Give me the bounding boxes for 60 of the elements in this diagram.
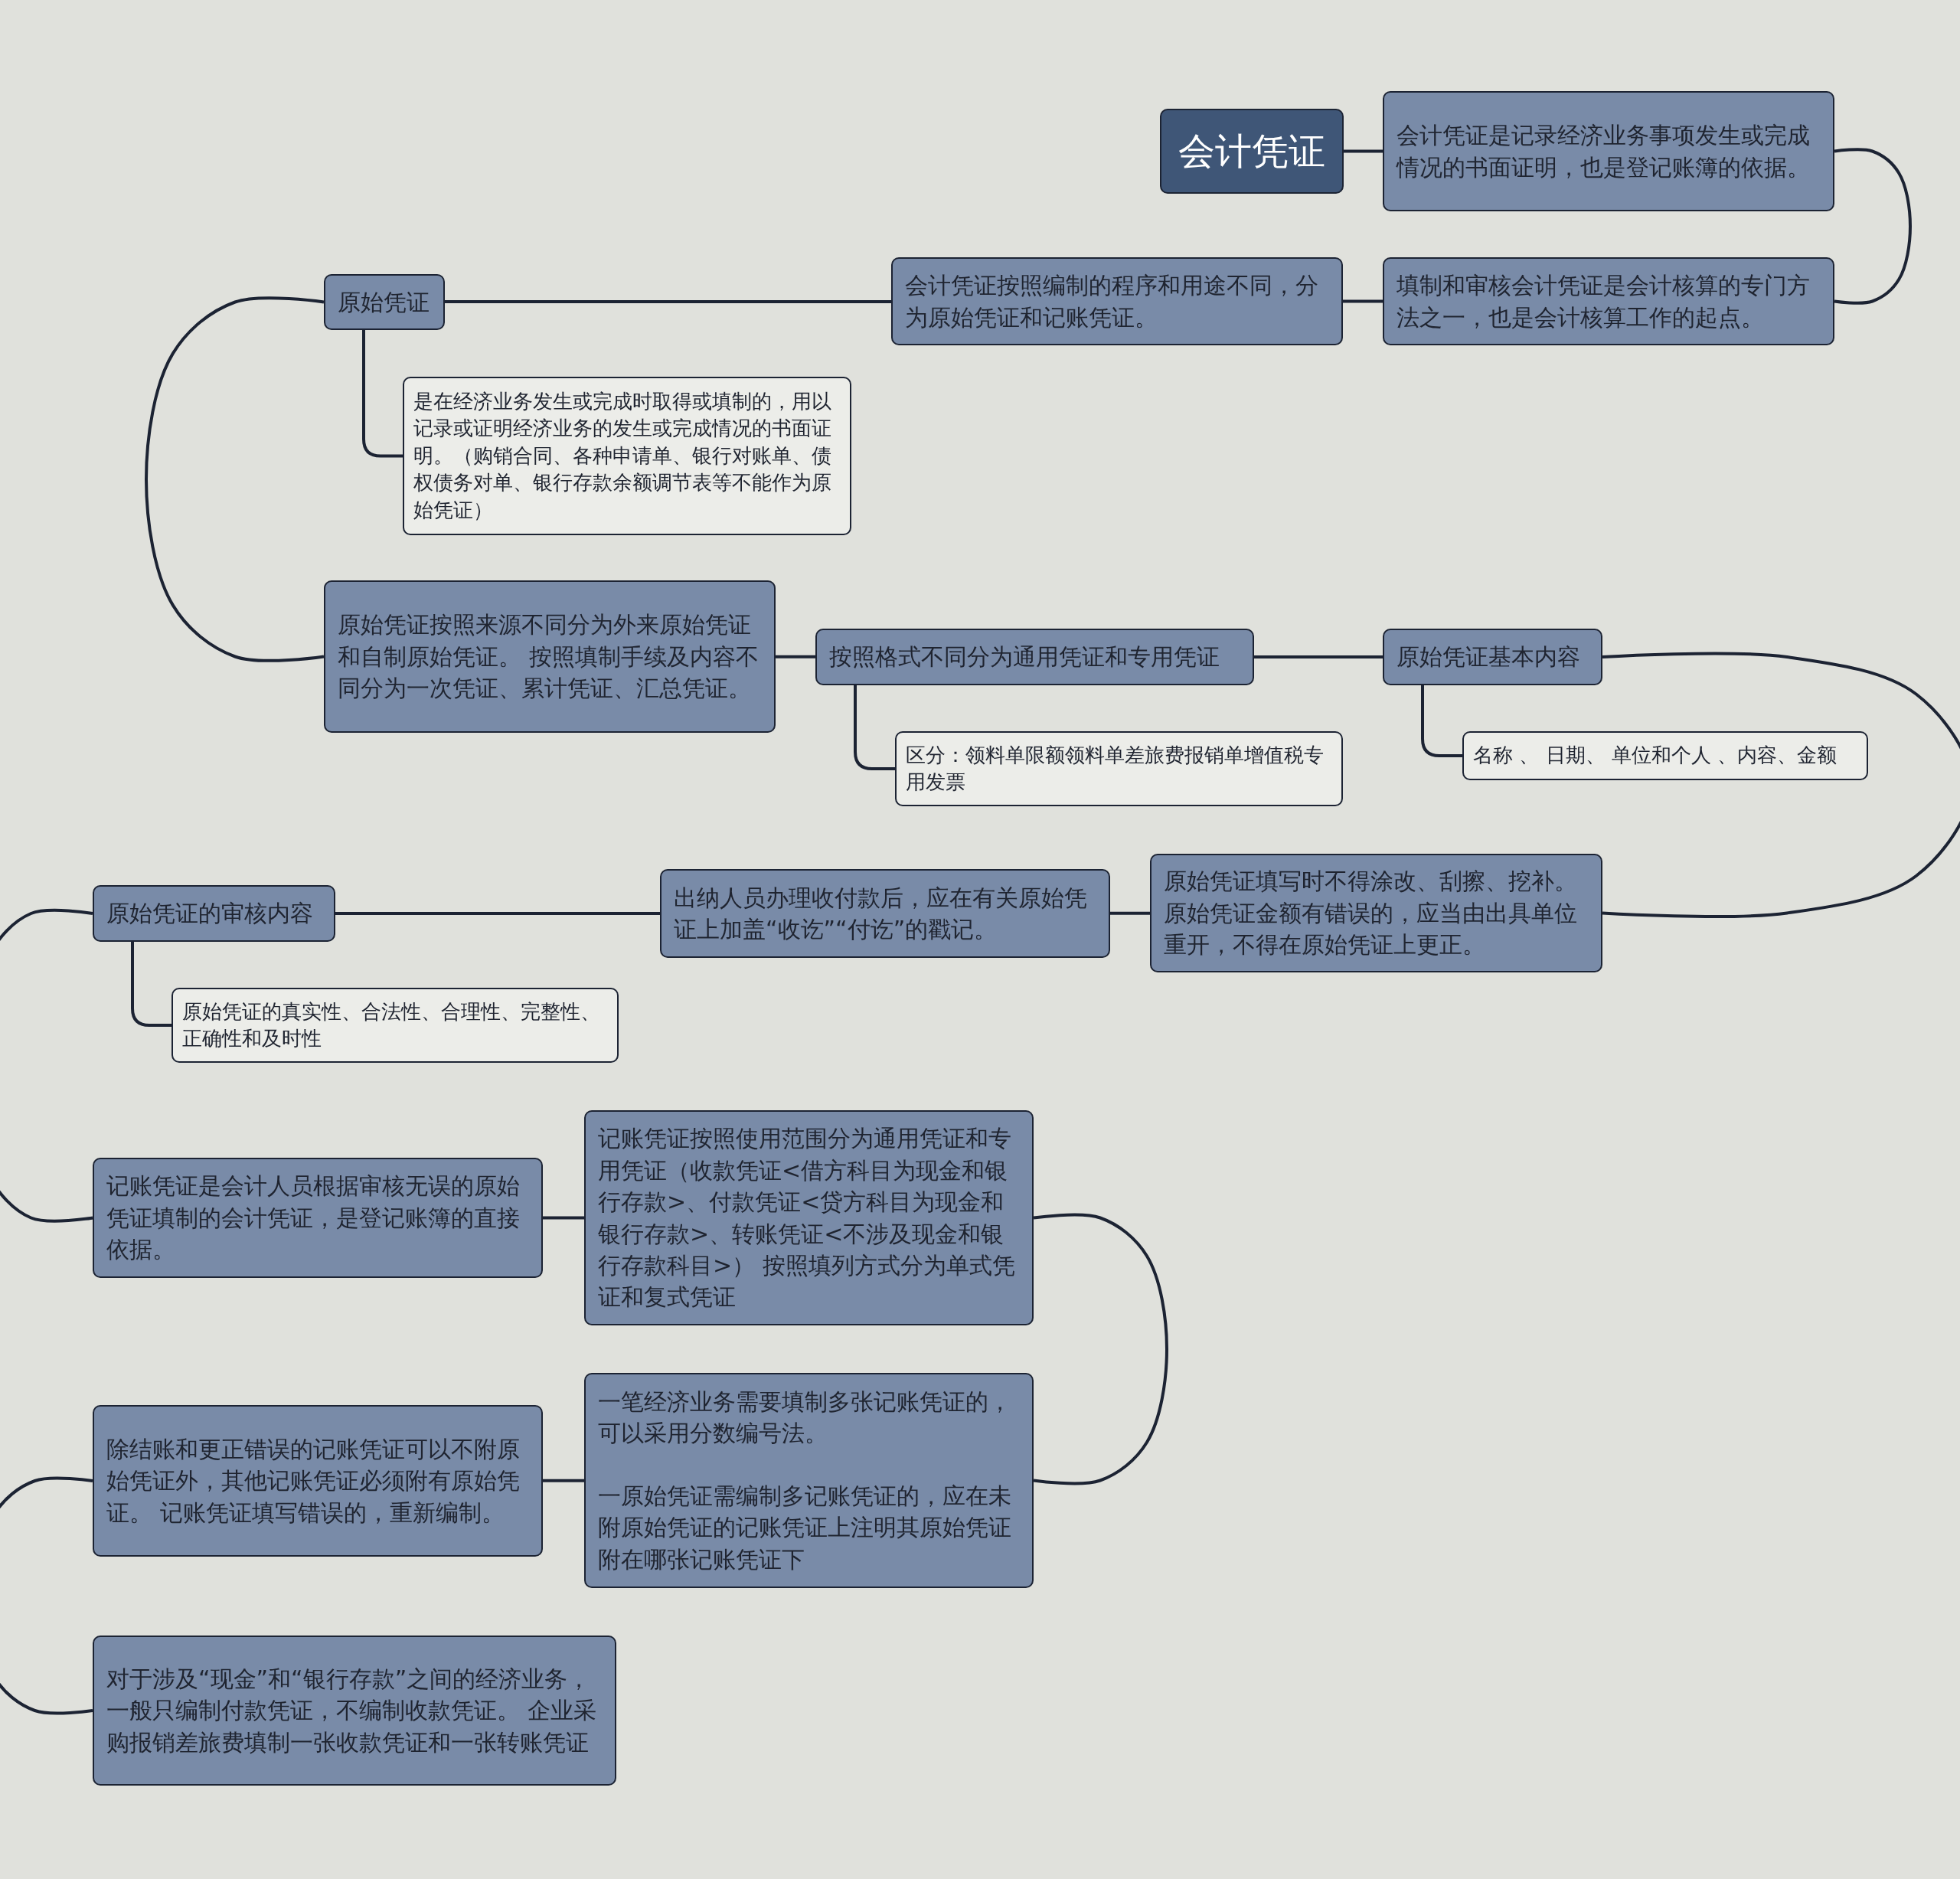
topic-text: 记账凭证是会计人员根据审核无误的原始凭证填制的会计凭证，是登记账簿的直接依据。	[106, 1172, 521, 1265]
topic-text: 原始凭证按照来源不同分为外来原始凭证和自制原始凭证。 按照填制手续及内容不同分为一次凭证、累计凭证、汇总凭证。	[338, 610, 760, 704]
topic-text: 原始凭证的审核内容	[106, 899, 314, 929]
topic-text: 按照格式不同分为通用凭证和专用凭证	[829, 642, 1220, 672]
connector-line	[543, 1216, 584, 1220]
connector-line	[854, 685, 895, 770]
connector-line	[335, 912, 660, 915]
topic-box	[1383, 257, 1834, 345]
topic-text: 一笔经济业务需要填制多张记账凭证的，可以采用分数编号法。	[598, 1387, 1012, 1449]
topic-text: 对于涉及“现金”和“银行存款”之间的经济业务，一般只编制付款凭证，不编制收款凭证。 企业采购报销差旅费填制一张收款凭证和一张转账凭证	[106, 1664, 597, 1757]
topic-box	[93, 885, 335, 942]
connector-line	[543, 1479, 584, 1482]
topic-text: 原始凭证填写时不得涂改、刮擦、挖补。原始凭证金额有错误的，应当由出具单位重开，不得在原始凭证上更正。	[1164, 867, 1578, 960]
note-box	[403, 377, 851, 535]
connector-line	[145, 296, 325, 662]
topic-box	[93, 1636, 616, 1786]
topic-text: 会计凭证按照编制的程序和用途不同，分为原始凭证和记账凭证。	[905, 271, 1319, 332]
topic-box	[1150, 854, 1602, 972]
topic-box	[660, 869, 1110, 958]
topic-box	[324, 580, 776, 733]
connector-line	[362, 330, 403, 458]
connector-line	[1421, 685, 1462, 757]
topic-text: 出纳人员办理收付款后，应在有关原始凭证上加盖“收讫”“付讫”的戳记。	[674, 883, 1088, 944]
note-box	[1462, 731, 1868, 780]
topic-text: 原始凭证基本内容	[1396, 642, 1581, 672]
topic-box	[815, 629, 1254, 685]
topic-text: 原始凭证的真实性、合法性、合理性、完整性、正确性和及时性	[182, 998, 601, 1051]
connector-line	[1343, 299, 1383, 303]
topic-box	[93, 1405, 543, 1557]
connector-line	[1033, 1213, 1168, 1485]
note-box	[172, 988, 619, 1063]
note-box	[895, 731, 1343, 806]
topic-text: 是在经济业务发生或完成时取得或填制的，用以记录或证明经济业务的发生或完成情况的书面证明。（购销合同、各种申请单、银行对账单、债权债务对单、银行存款余额调节表等不能作为原始凭证）	[413, 389, 832, 523]
topic-text: 会计凭证	[1178, 128, 1325, 174]
topic-box	[1383, 629, 1602, 685]
topic-text: 除结账和更正错误的记账凭证可以不附原始凭证外，其他记账凭证必须附有原始凭证。 记账凭证填写错误的，重新编制。	[106, 1434, 521, 1528]
topic-text: 填制和审核会计凭证是会计核算的专门方法之一，也是会计核算工作的起点。	[1396, 271, 1811, 332]
topic-box	[891, 257, 1343, 345]
connector-line	[1344, 149, 1383, 153]
topic-text: 一原始凭证需编制多记账凭证的，应在未附原始凭证的记账凭证上注明其原始凭证附在哪张记账凭证下	[598, 1481, 1012, 1574]
topic-box	[93, 1158, 543, 1278]
topic-text: 记账凭证按照使用范围分为通用凭证和专用凭证（收款凭证<借方科目为现金和银行存款>、付款凭证<贷方科目为现金和银行存款>、转账凭证<不涉及现金和银行存款科目>） 按照填列方式分为单式凭证和复式凭证	[598, 1124, 1016, 1312]
connector-line	[1254, 655, 1383, 658]
connector-line	[445, 300, 891, 303]
connector-line	[1602, 652, 1960, 918]
topic-text: 区分：领料单限额领料单差旅费报销单增值税专用发票	[906, 742, 1325, 795]
connector-line	[776, 655, 815, 658]
connector-line	[131, 942, 172, 1027]
connector-line	[0, 1476, 93, 1715]
central-topic-box	[1160, 109, 1344, 194]
topic-box	[1383, 91, 1834, 211]
connector-line	[1110, 911, 1150, 915]
topic-box	[324, 274, 445, 330]
connector-line	[0, 908, 93, 1223]
topic-text: 会计凭证是记录经济业务事项发生或完成情况的书面证明，也是登记账簿的依据。	[1396, 121, 1811, 182]
topic-text: 名称 、 日期、 单位和个人 、内容、金额	[1473, 743, 1838, 769]
topic-text: 原始凭证	[338, 287, 430, 317]
connector-line	[1834, 148, 1912, 305]
topic-box	[584, 1110, 1034, 1325]
topic-box	[584, 1373, 1034, 1588]
